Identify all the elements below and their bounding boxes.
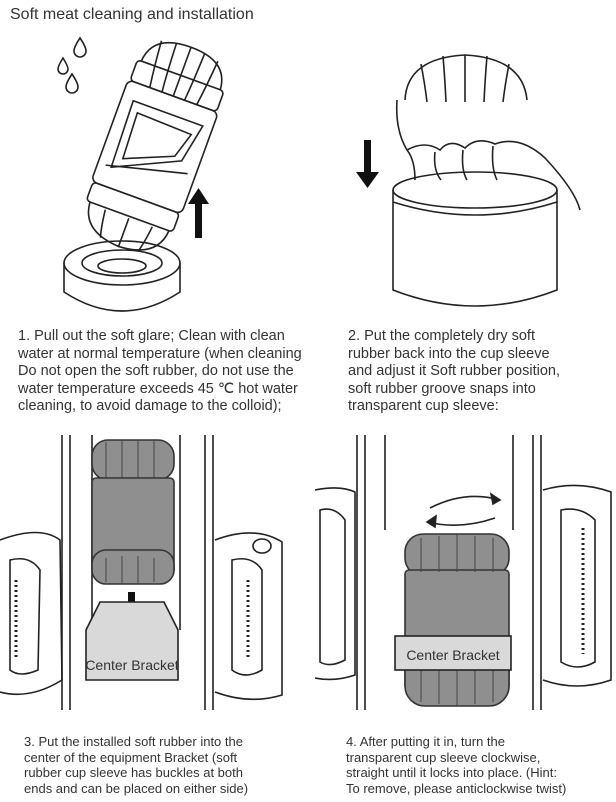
step-3-illustration: Center Bracket (0, 430, 290, 730)
step-2-caption: 2. Put the completely dry soft rubber ba… (348, 328, 560, 414)
center-bracket-label: Center Bracket (406, 647, 500, 663)
step-4-caption: 4. After putting it in, turn the transpa… (346, 734, 567, 796)
step-1-caption: 1. Pull out the soft glare; Clean with c… (18, 328, 302, 414)
step-4-illustration: Center Bracket (315, 430, 615, 730)
water-drops-icon (57, 36, 87, 94)
center-bracket-label: Center Bracket (85, 657, 179, 673)
page-title: Soft meat cleaning and installation (10, 6, 254, 23)
step-1-illustration (30, 30, 270, 315)
arrow-up-icon (188, 188, 209, 238)
step-2-illustration (345, 40, 600, 315)
step-3-caption: 3. Put the installed soft rubber into th… (24, 734, 249, 796)
arrow-down-icon (356, 140, 379, 188)
rotate-arrows-icon (425, 492, 502, 529)
